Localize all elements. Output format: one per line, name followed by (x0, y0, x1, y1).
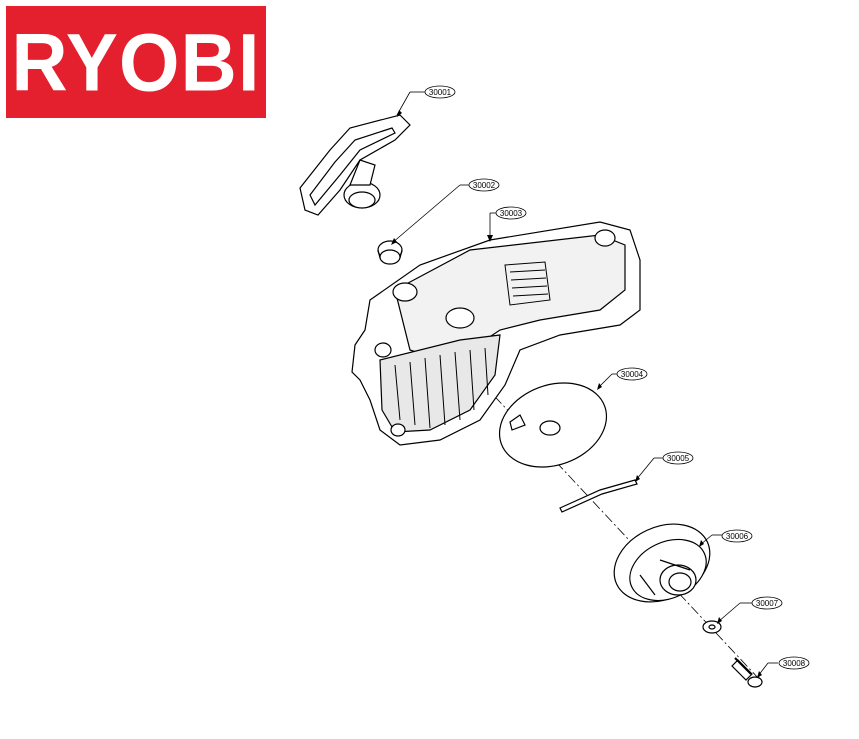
callout-30001: 30001 (396, 85, 456, 117)
callout-30003: 30003 (487, 206, 527, 242)
callout-label: 30006 (726, 532, 749, 541)
callout-30006: 30006 (699, 529, 753, 547)
part-grommet (377, 240, 403, 265)
callout-label: 30007 (756, 599, 779, 608)
part-screw (731, 657, 763, 688)
part-starter-rope (559, 479, 638, 513)
callout-30008: 30008 (757, 656, 810, 678)
ryobi-logo: RYOBI (6, 6, 266, 118)
callout-30004: 30004 (597, 367, 648, 390)
assembly-axis (469, 369, 761, 681)
part-recoil-spring-disc (498, 382, 608, 468)
part-starter-handle (299, 114, 411, 216)
callout-30007: 30007 (717, 596, 783, 624)
callout-label: 30004 (621, 370, 644, 379)
callout-label: 30008 (783, 659, 806, 668)
callout-label: 30005 (667, 454, 690, 463)
callout-label: 30001 (429, 88, 452, 97)
part-washer (702, 620, 722, 634)
callout-label: 30002 (473, 181, 496, 190)
logo-wordmark: RYOBI (11, 15, 261, 109)
part-starter-housing (351, 221, 641, 446)
part-rope-pulley (613, 523, 711, 603)
callout-30005: 30005 (635, 451, 694, 482)
callout-label: 30003 (500, 209, 523, 218)
callout-30002: 30002 (391, 178, 500, 245)
